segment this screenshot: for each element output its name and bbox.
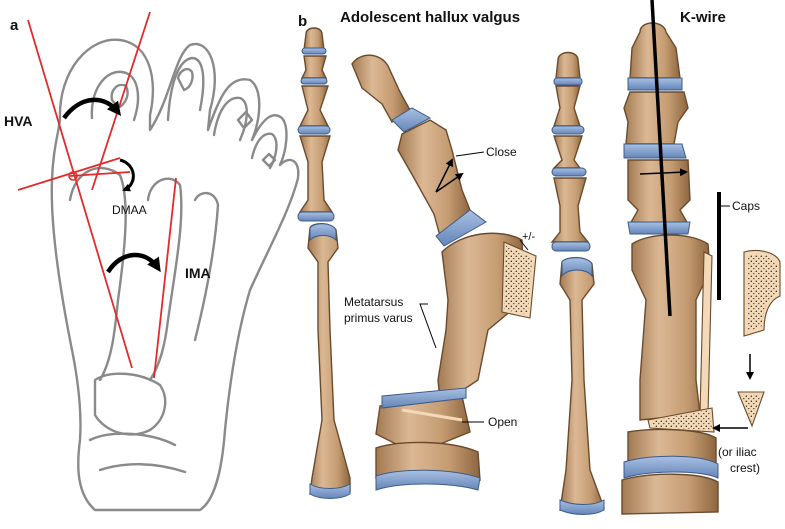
k-wire-title: K-wire bbox=[680, 9, 726, 26]
caps-label: Caps bbox=[732, 199, 760, 213]
panel-a-letter: a bbox=[10, 17, 19, 34]
hallux-corrected-column bbox=[621, 0, 719, 515]
close-arrow-upper bbox=[435, 158, 453, 193]
hva-curved-arrow bbox=[62, 97, 122, 120]
ima-label: IMA bbox=[185, 265, 211, 281]
plus-minus-leader bbox=[519, 239, 529, 251]
toe-column-1 bbox=[297, 27, 351, 499]
foot-outline bbox=[50, 38, 300, 512]
perpendicular-line bbox=[69, 171, 131, 177]
angle-arrows bbox=[62, 97, 161, 274]
metatarsus-label-line1: Metatarsus bbox=[344, 295, 403, 309]
plus-minus-label: +/- bbox=[522, 231, 535, 243]
joint-center-marker bbox=[68, 171, 78, 181]
hva-label: HVA bbox=[4, 113, 33, 129]
second-metatarsal-axis-line bbox=[153, 177, 177, 379]
angle-lines bbox=[17, 11, 177, 379]
translation-arrow bbox=[639, 168, 688, 177]
panel-b: b Adolescent hallux valgus K-wire bbox=[297, 0, 781, 515]
panel-a: a bbox=[4, 11, 300, 512]
dmaa-label: DMAA bbox=[112, 203, 147, 217]
hallux-valgus-column bbox=[351, 54, 537, 491]
ima-curved-arrow bbox=[106, 252, 161, 274]
iliac-label-line2: crest) bbox=[730, 461, 760, 475]
panel-b-letter: b bbox=[298, 13, 307, 30]
opening-osteotomy-line bbox=[401, 408, 463, 422]
close-label: Close bbox=[486, 145, 517, 159]
toe-column-3 bbox=[550, 51, 605, 515]
open-label: Open bbox=[488, 415, 517, 429]
dmaa-curved-arrow bbox=[119, 158, 135, 192]
hallux-axis-line bbox=[27, 19, 133, 369]
metatarsus-leader bbox=[419, 303, 437, 349]
iliac-label-line1: (or iliac bbox=[718, 445, 757, 459]
close-arrow-lower bbox=[435, 172, 464, 193]
metatarsus-label-line2: primus varus bbox=[344, 311, 413, 325]
k-wire bbox=[650, 0, 672, 317]
graft-parts bbox=[712, 192, 781, 432]
close-leader bbox=[455, 151, 485, 157]
panel-b-title: Adolescent hallux valgus bbox=[340, 9, 520, 26]
